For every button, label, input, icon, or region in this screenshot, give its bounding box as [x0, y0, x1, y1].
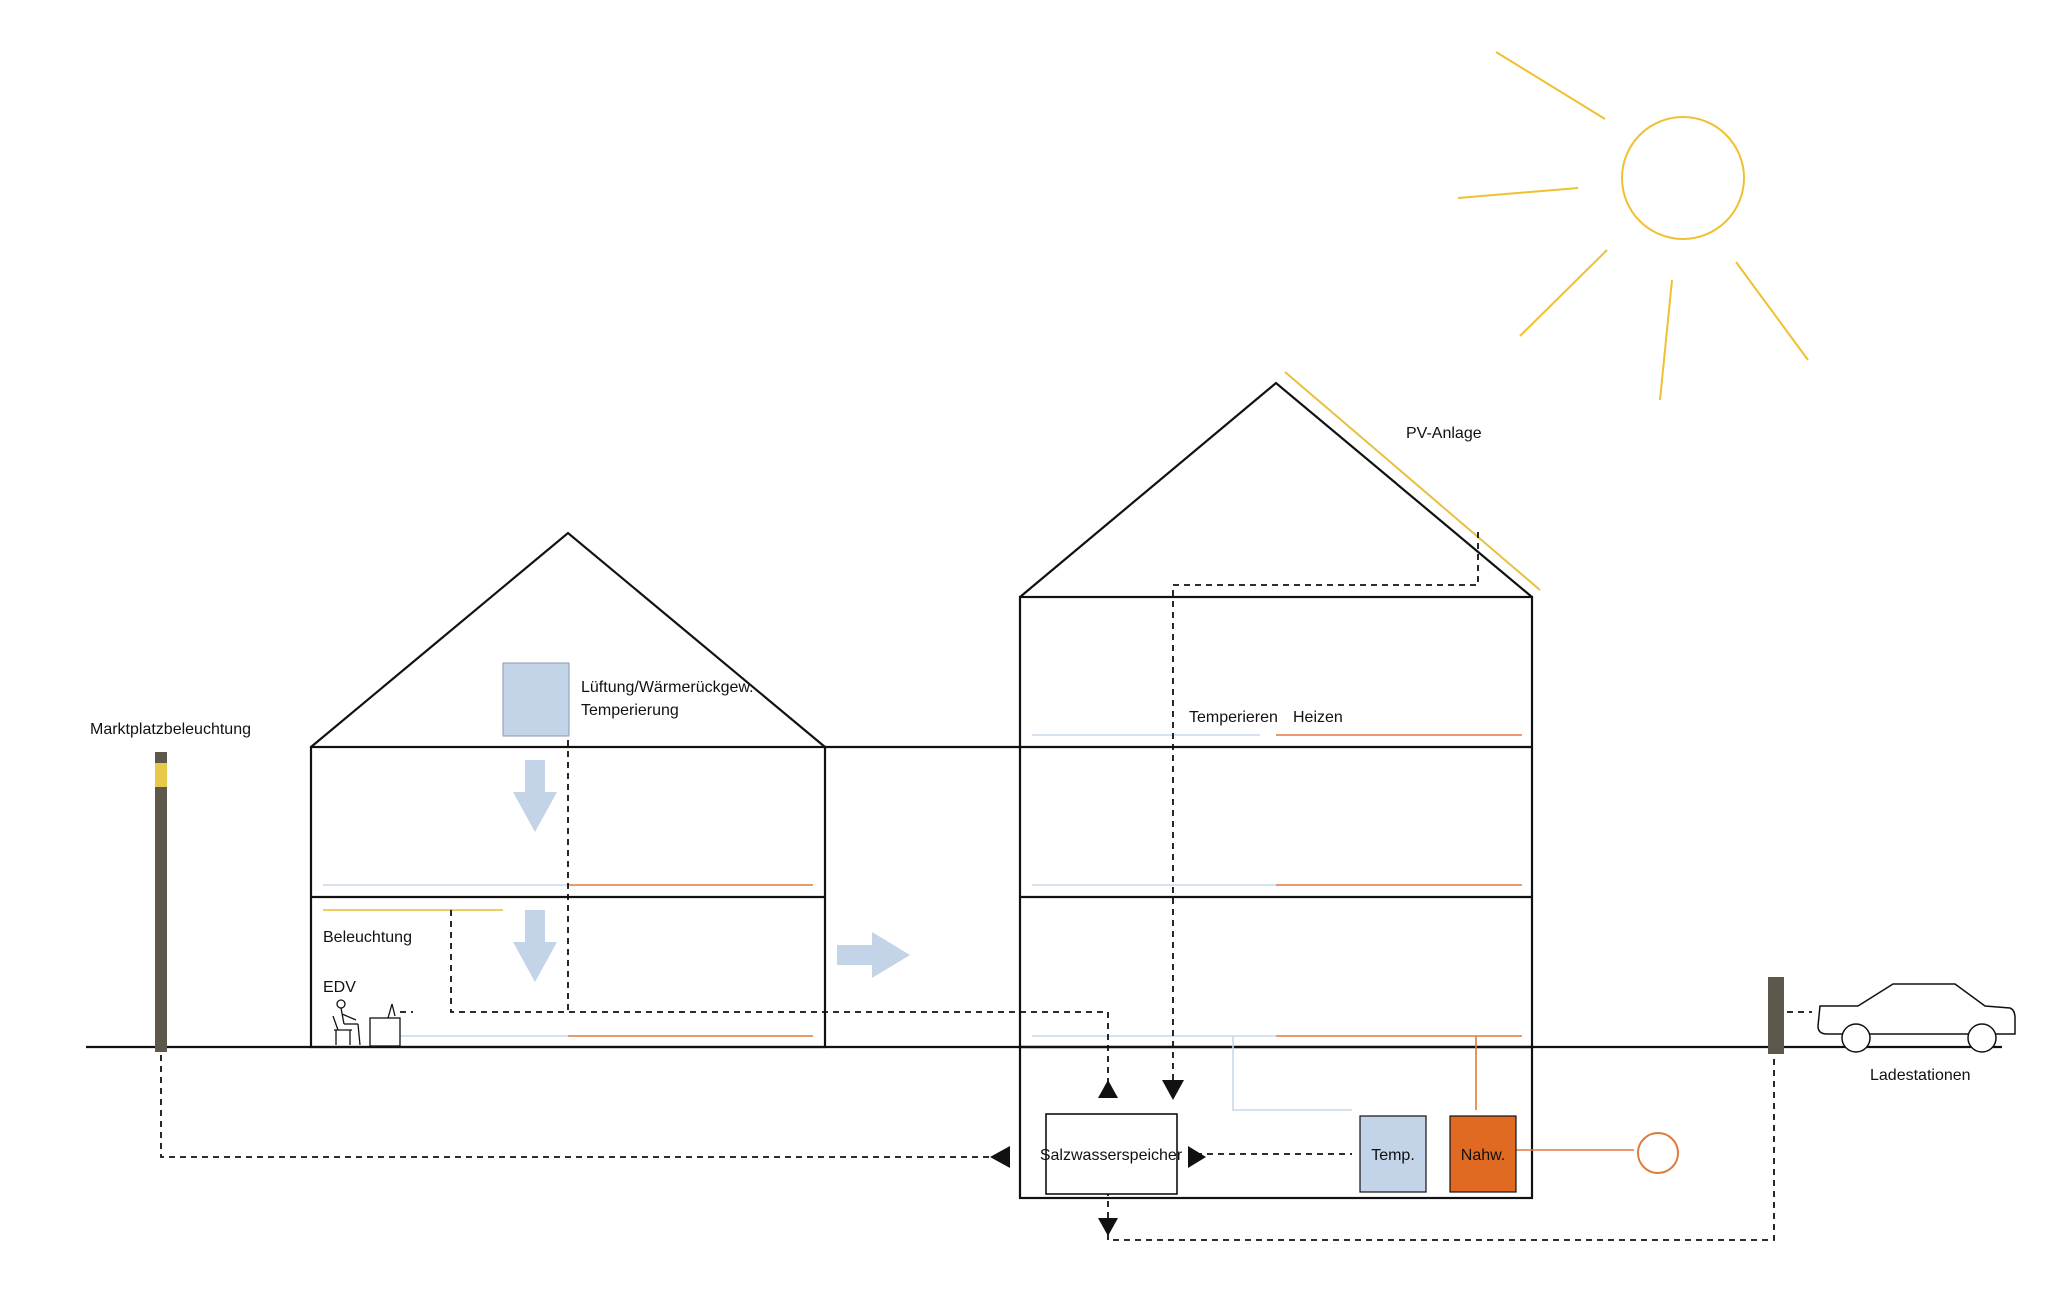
ventilation-unit-box: [502, 662, 570, 737]
person-at-desk-icon: [332, 999, 401, 1047]
salzwasserspeicher-label: Salzwasserspeicher: [1040, 1147, 1183, 1164]
dashed-connections: [160, 532, 1812, 1241]
nahw-label: Nahw.: [1461, 1147, 1505, 1164]
lueftung-label: Lüftung/Wärmerückgew.: [581, 679, 754, 696]
car-icon: [1817, 983, 2016, 1053]
sun-icon: [1457, 51, 1809, 401]
ladestationen-label: Ladestationen: [1870, 1067, 1971, 1084]
nahw-box: [1449, 1115, 1517, 1193]
pv-anlage-label: PV-Anlage: [1406, 425, 1482, 442]
temperieren-label: Temperieren: [1189, 709, 1278, 726]
pv-panel-line: [1284, 371, 1541, 591]
beleuchtung-label: Beleuchtung: [323, 929, 412, 946]
cool-pipes: [323, 734, 1352, 1111]
flow-arrowheads: [990, 1080, 1206, 1236]
heizen-label: Heizen: [1293, 709, 1343, 726]
grid-connection-icon: [1637, 1132, 1679, 1174]
marktplatzbeleuchtung-label: Marktplatzbeleuchtung: [90, 721, 251, 738]
temp-label: Temp.: [1371, 1147, 1415, 1164]
heat-pipes: [568, 734, 1634, 1151]
salzwasserspeicher-box: [1045, 1113, 1178, 1195]
edv-label: EDV: [323, 979, 356, 996]
temperierung-label: Temperierung: [581, 702, 679, 719]
street-lamp-icon: [155, 752, 167, 1052]
right-building: [1018, 381, 1534, 1200]
temp-box: [1359, 1115, 1427, 1193]
charging-post-icon: [1768, 977, 1784, 1054]
flow-arrow-icon: [513, 760, 910, 982]
